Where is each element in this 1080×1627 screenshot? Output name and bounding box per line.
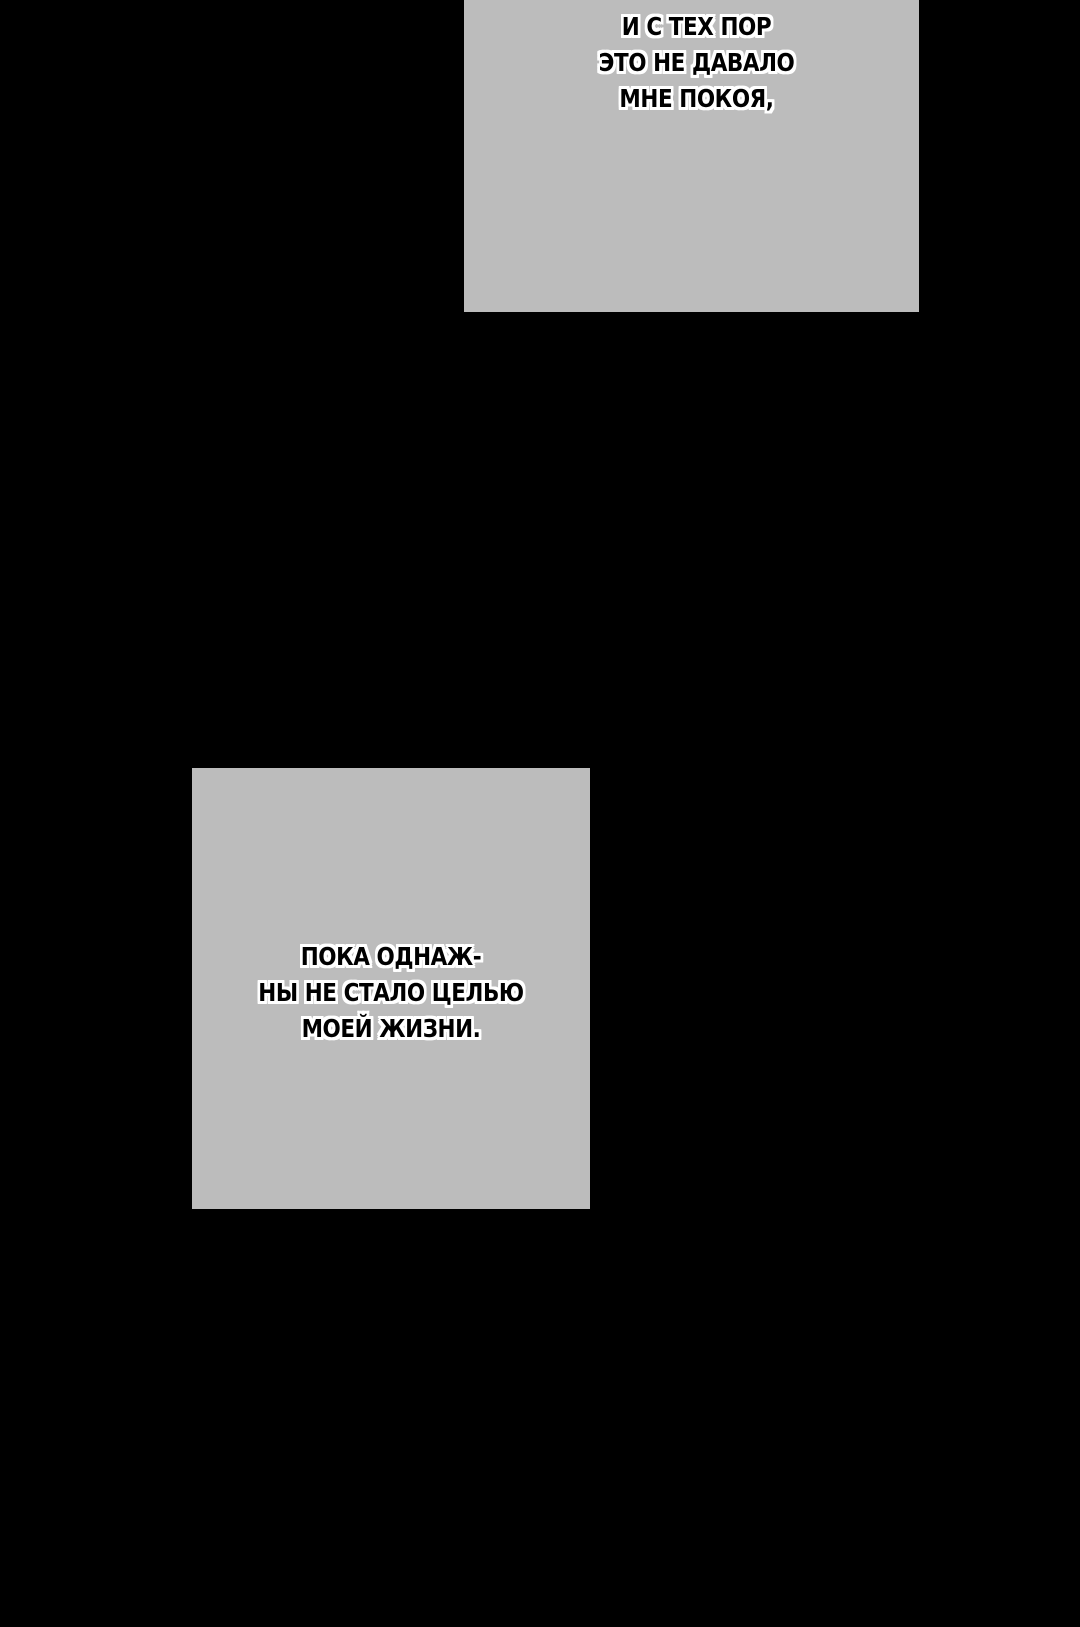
caption-line: ЭТО НЕ ДАВАЛО xyxy=(598,48,795,77)
caption-line: МОЕЙ ЖИЗНИ. xyxy=(301,1014,481,1043)
caption-line: НЫ НЕ СТАЛО ЦЕЛЬЮ xyxy=(258,978,524,1007)
caption-box-top: И С ТЕХ ПОР ЭТО НЕ ДАВАЛО МНЕ ПОКОЯ, xyxy=(505,9,888,117)
comic-panel-top: И С ТЕХ ПОР ЭТО НЕ ДАВАЛО МНЕ ПОКОЯ, xyxy=(464,0,919,312)
comic-panel-bottom: ПОКА ОДНАЖ- НЫ НЕ СТАЛО ЦЕЛЬЮ МОЕЙ ЖИЗНИ… xyxy=(192,768,590,1209)
caption-line: И С ТЕХ ПОР xyxy=(621,12,772,41)
caption-box-bottom: ПОКА ОДНАЖ- НЫ НЕ СТАЛО ЦЕЛЬЮ МОЕЙ ЖИЗНИ… xyxy=(220,939,562,1047)
caption-line: ПОКА ОДНАЖ- xyxy=(300,942,482,971)
caption-line: МНЕ ПОКОЯ, xyxy=(619,84,774,113)
